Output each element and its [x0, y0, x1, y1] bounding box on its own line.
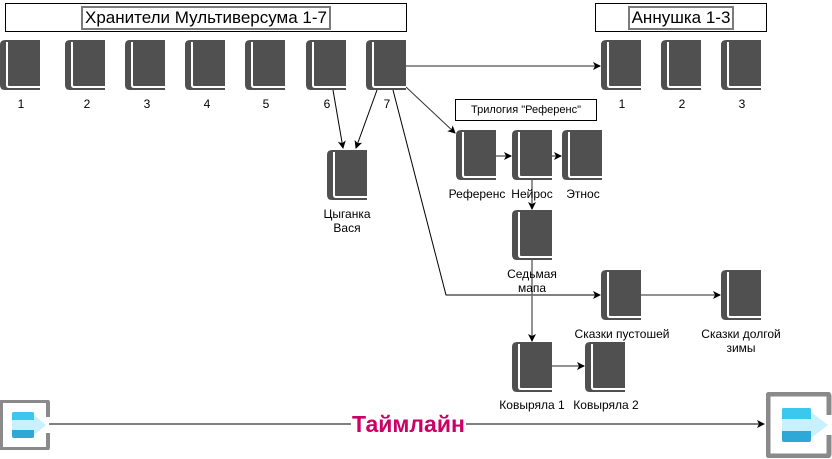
book-icon — [125, 40, 165, 90]
book-skazki-pustoshey[interactable] — [601, 270, 641, 320]
trilogy-title: Трилогия "Референс" — [471, 104, 581, 116]
timeline-end-icon — [766, 392, 832, 458]
book-annushka-3[interactable] — [721, 40, 761, 90]
timeline-label: Таймлайн — [351, 411, 466, 437]
book-icon — [721, 270, 761, 320]
book-neyros[interactable] — [512, 130, 552, 180]
label-annushka-3: 3 — [738, 97, 746, 111]
book-sedmaya-mapa[interactable] — [512, 210, 552, 260]
edge-keepers7-referens — [405, 86, 456, 134]
book-kovyryala-1[interactable] — [512, 342, 552, 392]
label-keepers-3: 3 — [143, 97, 151, 111]
label-annushka-2: 2 — [678, 97, 686, 111]
book-keepers-7[interactable] — [366, 40, 406, 90]
book-icon — [512, 342, 552, 392]
book-referens[interactable] — [456, 130, 496, 180]
label-keepers-1: 1 — [17, 97, 25, 111]
book-icon — [65, 40, 105, 90]
label-neyros: Нейрос — [511, 187, 553, 201]
label-sedmaya-mapa: Седьмая мапа — [507, 267, 557, 295]
label-keepers-7: 7 — [383, 97, 391, 111]
label-keepers-2: 2 — [83, 97, 91, 111]
series-title-keepers: Хранители Мультиверсума 1-7 — [81, 5, 331, 30]
book-keepers-6[interactable] — [306, 40, 346, 90]
series-header-annushka: Аннушка 1-3 — [595, 3, 767, 32]
label-etnos: Этнос — [566, 187, 600, 201]
label-kovyryala-1: Ковыряла 1 — [499, 398, 565, 412]
series-header-keepers: Хранители Мультиверсума 1-7 — [5, 3, 407, 32]
edge-keepers6-tsyganka — [332, 89, 346, 149]
book-icon — [327, 150, 367, 200]
book-icon — [185, 40, 225, 90]
book-icon — [661, 40, 701, 90]
book-icon — [366, 40, 406, 90]
book-keepers-2[interactable] — [65, 40, 105, 90]
series-title-annushka: Аннушка 1-3 — [627, 5, 735, 30]
book-icon — [512, 130, 552, 180]
label-kovyryala-2: Ковыряла 2 — [573, 398, 639, 412]
book-keepers-1[interactable] — [0, 40, 40, 90]
book-skazki-dolgoy-zimy[interactable] — [721, 270, 761, 320]
book-annushka-1[interactable] — [601, 40, 641, 90]
book-icon — [245, 40, 285, 90]
label-annushka-1: 1 — [618, 97, 626, 111]
label-keepers-4: 4 — [203, 97, 211, 111]
book-icon — [721, 40, 761, 90]
label-referens: Референс — [448, 187, 506, 201]
label-skazki-dolgoy-zimy: Сказки долгой зимы — [701, 327, 781, 355]
book-keepers-3[interactable] — [125, 40, 165, 90]
label-tsyganka-vasya: Цыганка Вася — [323, 207, 371, 235]
trilogy-header: Трилогия "Референс" — [455, 99, 597, 121]
book-keepers-4[interactable] — [185, 40, 225, 90]
book-tsyganka-vasya[interactable] — [327, 150, 367, 200]
book-annushka-2[interactable] — [661, 40, 701, 90]
book-keepers-5[interactable] — [245, 40, 285, 90]
edge-keepers7-skazki-pustoshey — [392, 89, 601, 299]
timeline-start-icon — [0, 400, 50, 450]
label-keepers-5: 5 — [262, 97, 270, 111]
book-icon — [306, 40, 346, 90]
book-icon — [512, 210, 552, 260]
book-icon — [562, 130, 602, 180]
book-icon — [601, 270, 641, 320]
book-icon — [601, 40, 641, 90]
book-icon — [0, 40, 40, 90]
book-kovyryala-2[interactable] — [585, 342, 625, 392]
book-icon — [456, 130, 496, 180]
label-skazki-pustoshey: Сказки пустошей — [574, 327, 670, 341]
book-icon — [585, 342, 625, 392]
label-keepers-6: 6 — [323, 97, 331, 111]
book-etnos[interactable] — [562, 130, 602, 180]
edge-keepers7-tsyganka — [354, 89, 378, 149]
